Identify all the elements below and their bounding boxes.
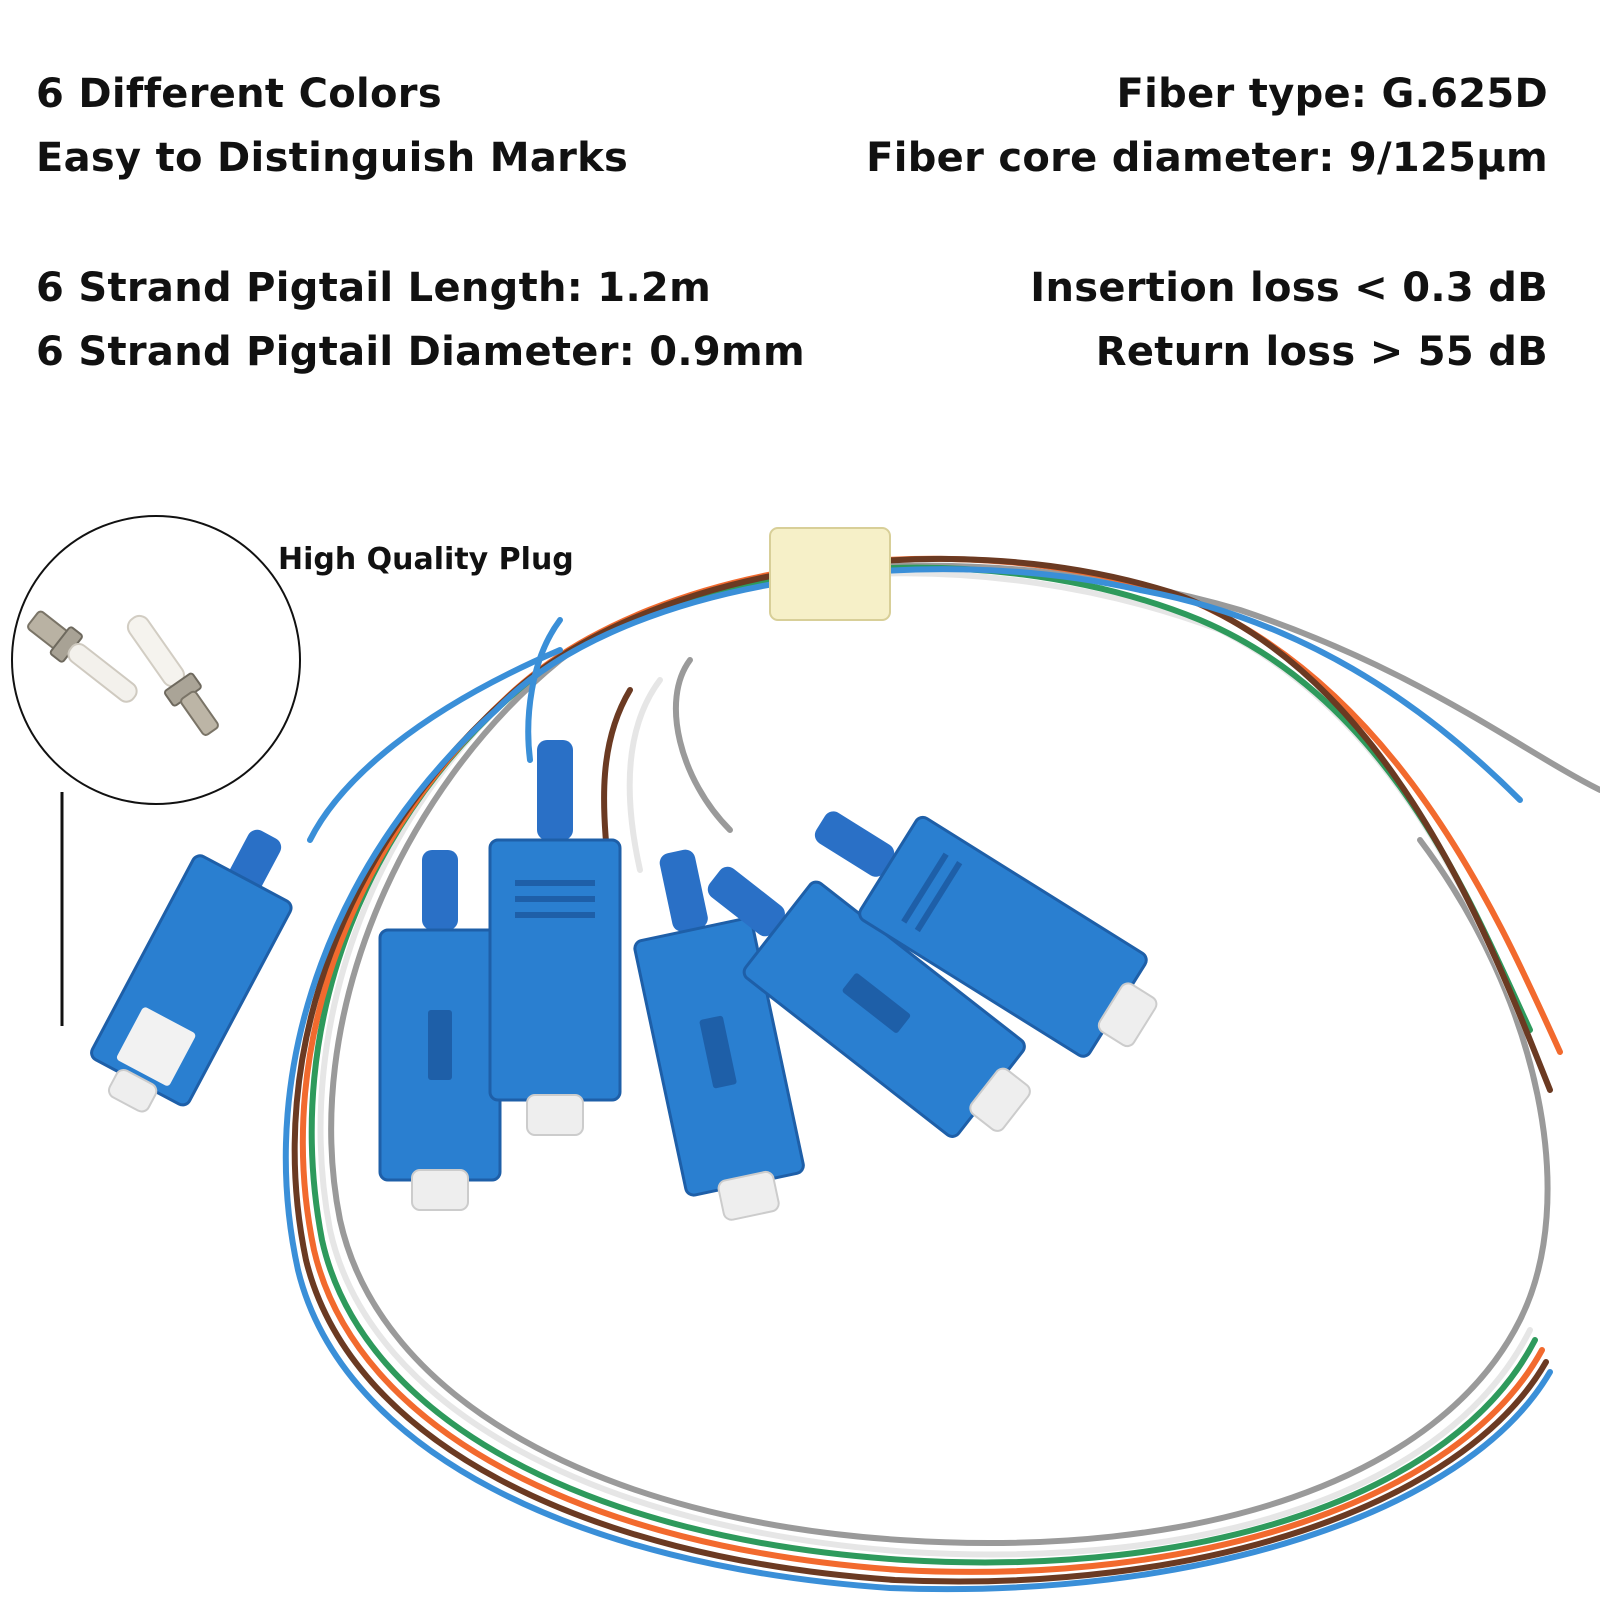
pigtail-blue (525, 617, 563, 763)
sc-connector-6 (814, 811, 1158, 1058)
sc-connector-2 (378, 850, 502, 1211)
callout-label: High Quality Plug (278, 542, 574, 577)
spec-pigtail-length: 6 Strand Pigtail Length: 1.2m (36, 265, 712, 311)
fiber-brown (291, 555, 1553, 1585)
label-tag (769, 527, 891, 621)
pigtail-gray (672, 657, 733, 833)
spec-core-diameter: Fiber core diameter: 9/125µm (866, 135, 1548, 181)
sc-connector-1 (90, 829, 293, 1113)
ferrule-metal-icon (27, 610, 138, 703)
spec-pigtail-diameter: 6 Strand Pigtail Diameter: 0.9mm (36, 329, 805, 375)
sc-connectors (90, 740, 1158, 1221)
spec-fiber-type: Fiber type: G.625D (1116, 71, 1548, 117)
spec-colors: 6 Different Colors (36, 71, 442, 117)
fiber-blue (282, 566, 1553, 1593)
ferrule-ceramic-icon (126, 614, 219, 736)
pigtail-blue-2 (307, 647, 563, 843)
plug-callout (11, 515, 301, 1026)
sc-connector-3 (488, 740, 622, 1136)
fiber-bundle (282, 555, 1600, 1593)
product-photo (11, 515, 1600, 1593)
pigtail-white (626, 677, 663, 873)
sc-connector-5 (707, 866, 1031, 1138)
spec-insertion-loss: Insertion loss < 0.3 dB (1030, 265, 1548, 311)
spec-return-loss: Return loss > 55 dB (1095, 329, 1548, 375)
fiber-green (308, 564, 1538, 1566)
spec-marks: Easy to Distinguish Marks (36, 135, 629, 181)
